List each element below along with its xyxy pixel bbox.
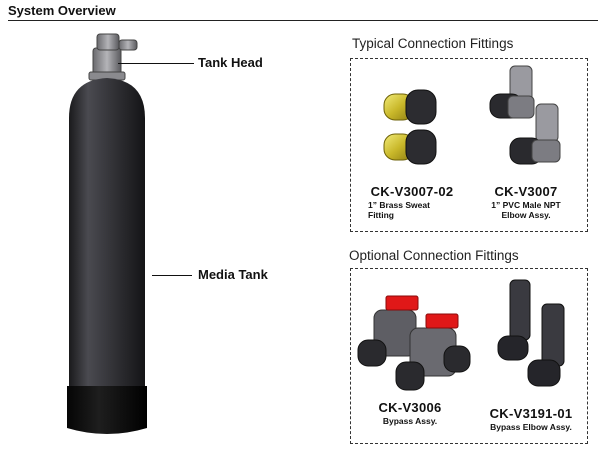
- optional-item-1-desc: Bypass Assy.: [382, 416, 438, 426]
- brass-sweat-fitting-image: [383, 89, 437, 165]
- optional-fittings-box: [350, 268, 588, 444]
- media-tank-label: Media Tank: [198, 267, 268, 282]
- optional-item-1-code: CK-V3006: [378, 400, 442, 415]
- media-tank-leader-line: [152, 275, 192, 276]
- typical-item-1-desc-line1: 1” Brass Sweat: [368, 200, 430, 210]
- media-tank-illustration: [67, 33, 147, 434]
- bypass-elbow-image: [497, 279, 565, 387]
- optional-item-2-code: CK-V3191-01: [489, 406, 573, 421]
- section-title: System Overview: [8, 3, 116, 18]
- typical-fittings-box: [350, 58, 588, 232]
- typical-item-2-desc-line1: 1” PVC Male NPT: [491, 200, 561, 210]
- tank-head-leader-line: [118, 63, 194, 64]
- tank-head-label: Tank Head: [198, 55, 263, 70]
- typical-item-1-desc-line2: Fitting: [368, 210, 394, 220]
- typical-item-2-desc-line2: Elbow Assy.: [501, 210, 551, 220]
- typical-item-1-desc: 1” Brass Sweat Fitting: [368, 200, 430, 220]
- typical-item-2-desc: 1” PVC Male NPT Elbow Assy.: [476, 200, 576, 220]
- section-header: System Overview: [8, 2, 598, 21]
- typical-fittings-title: Typical Connection Fittings: [352, 36, 514, 51]
- typical-item-2-code: CK-V3007: [494, 184, 558, 199]
- tank-head: [88, 33, 138, 81]
- typical-item-1-code: CK-V3007-02: [370, 184, 454, 199]
- pvc-elbow-image: [489, 65, 561, 165]
- optional-fittings-title: Optional Connection Fittings: [349, 248, 519, 263]
- bypass-assembly-image: [357, 295, 471, 391]
- optional-item-2-desc: Bypass Elbow Assy.: [490, 422, 572, 432]
